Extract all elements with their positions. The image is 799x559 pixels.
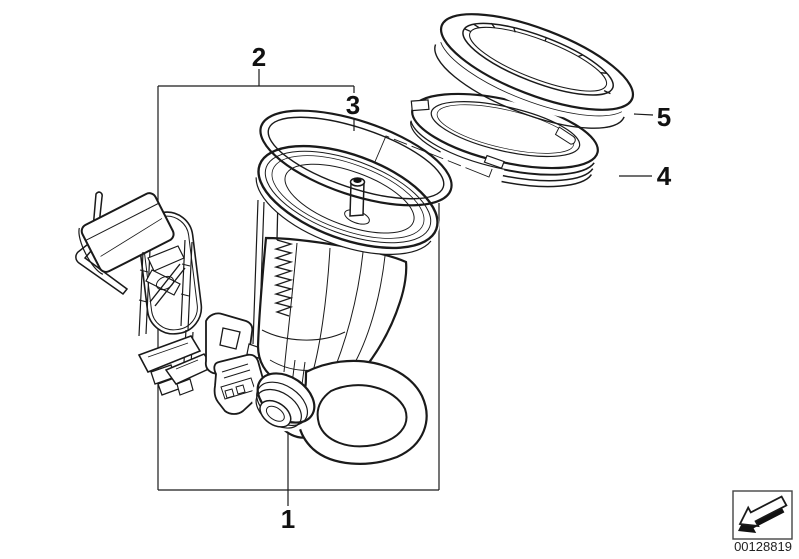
callout-2[interactable]: 2 [252, 42, 266, 72]
part-3-sealing-ring [259, 109, 453, 207]
sensor-body [78, 192, 175, 275]
float-arm [75, 191, 129, 296]
pump-flange [254, 144, 440, 255]
callout-5-leader [633, 113, 654, 116]
callout-4[interactable]: 4 [657, 161, 672, 191]
direction-arrow-icon [738, 495, 788, 533]
part-number: 00128819 [734, 539, 792, 554]
fuel-pump-unit [213, 144, 440, 465]
callout-5[interactable]: 5 [657, 102, 671, 132]
callout-3[interactable]: 3 [346, 90, 360, 120]
level-sensor-unit [75, 191, 203, 396]
assembly-axis-line [373, 135, 495, 178]
callout-1[interactable]: 1 [281, 504, 295, 534]
footer-stamp: 00128819 [732, 490, 793, 554]
part-5-locking-ring [434, 13, 635, 129]
outlet-collar [251, 372, 316, 432]
bayonet-tabs [464, 22, 611, 95]
